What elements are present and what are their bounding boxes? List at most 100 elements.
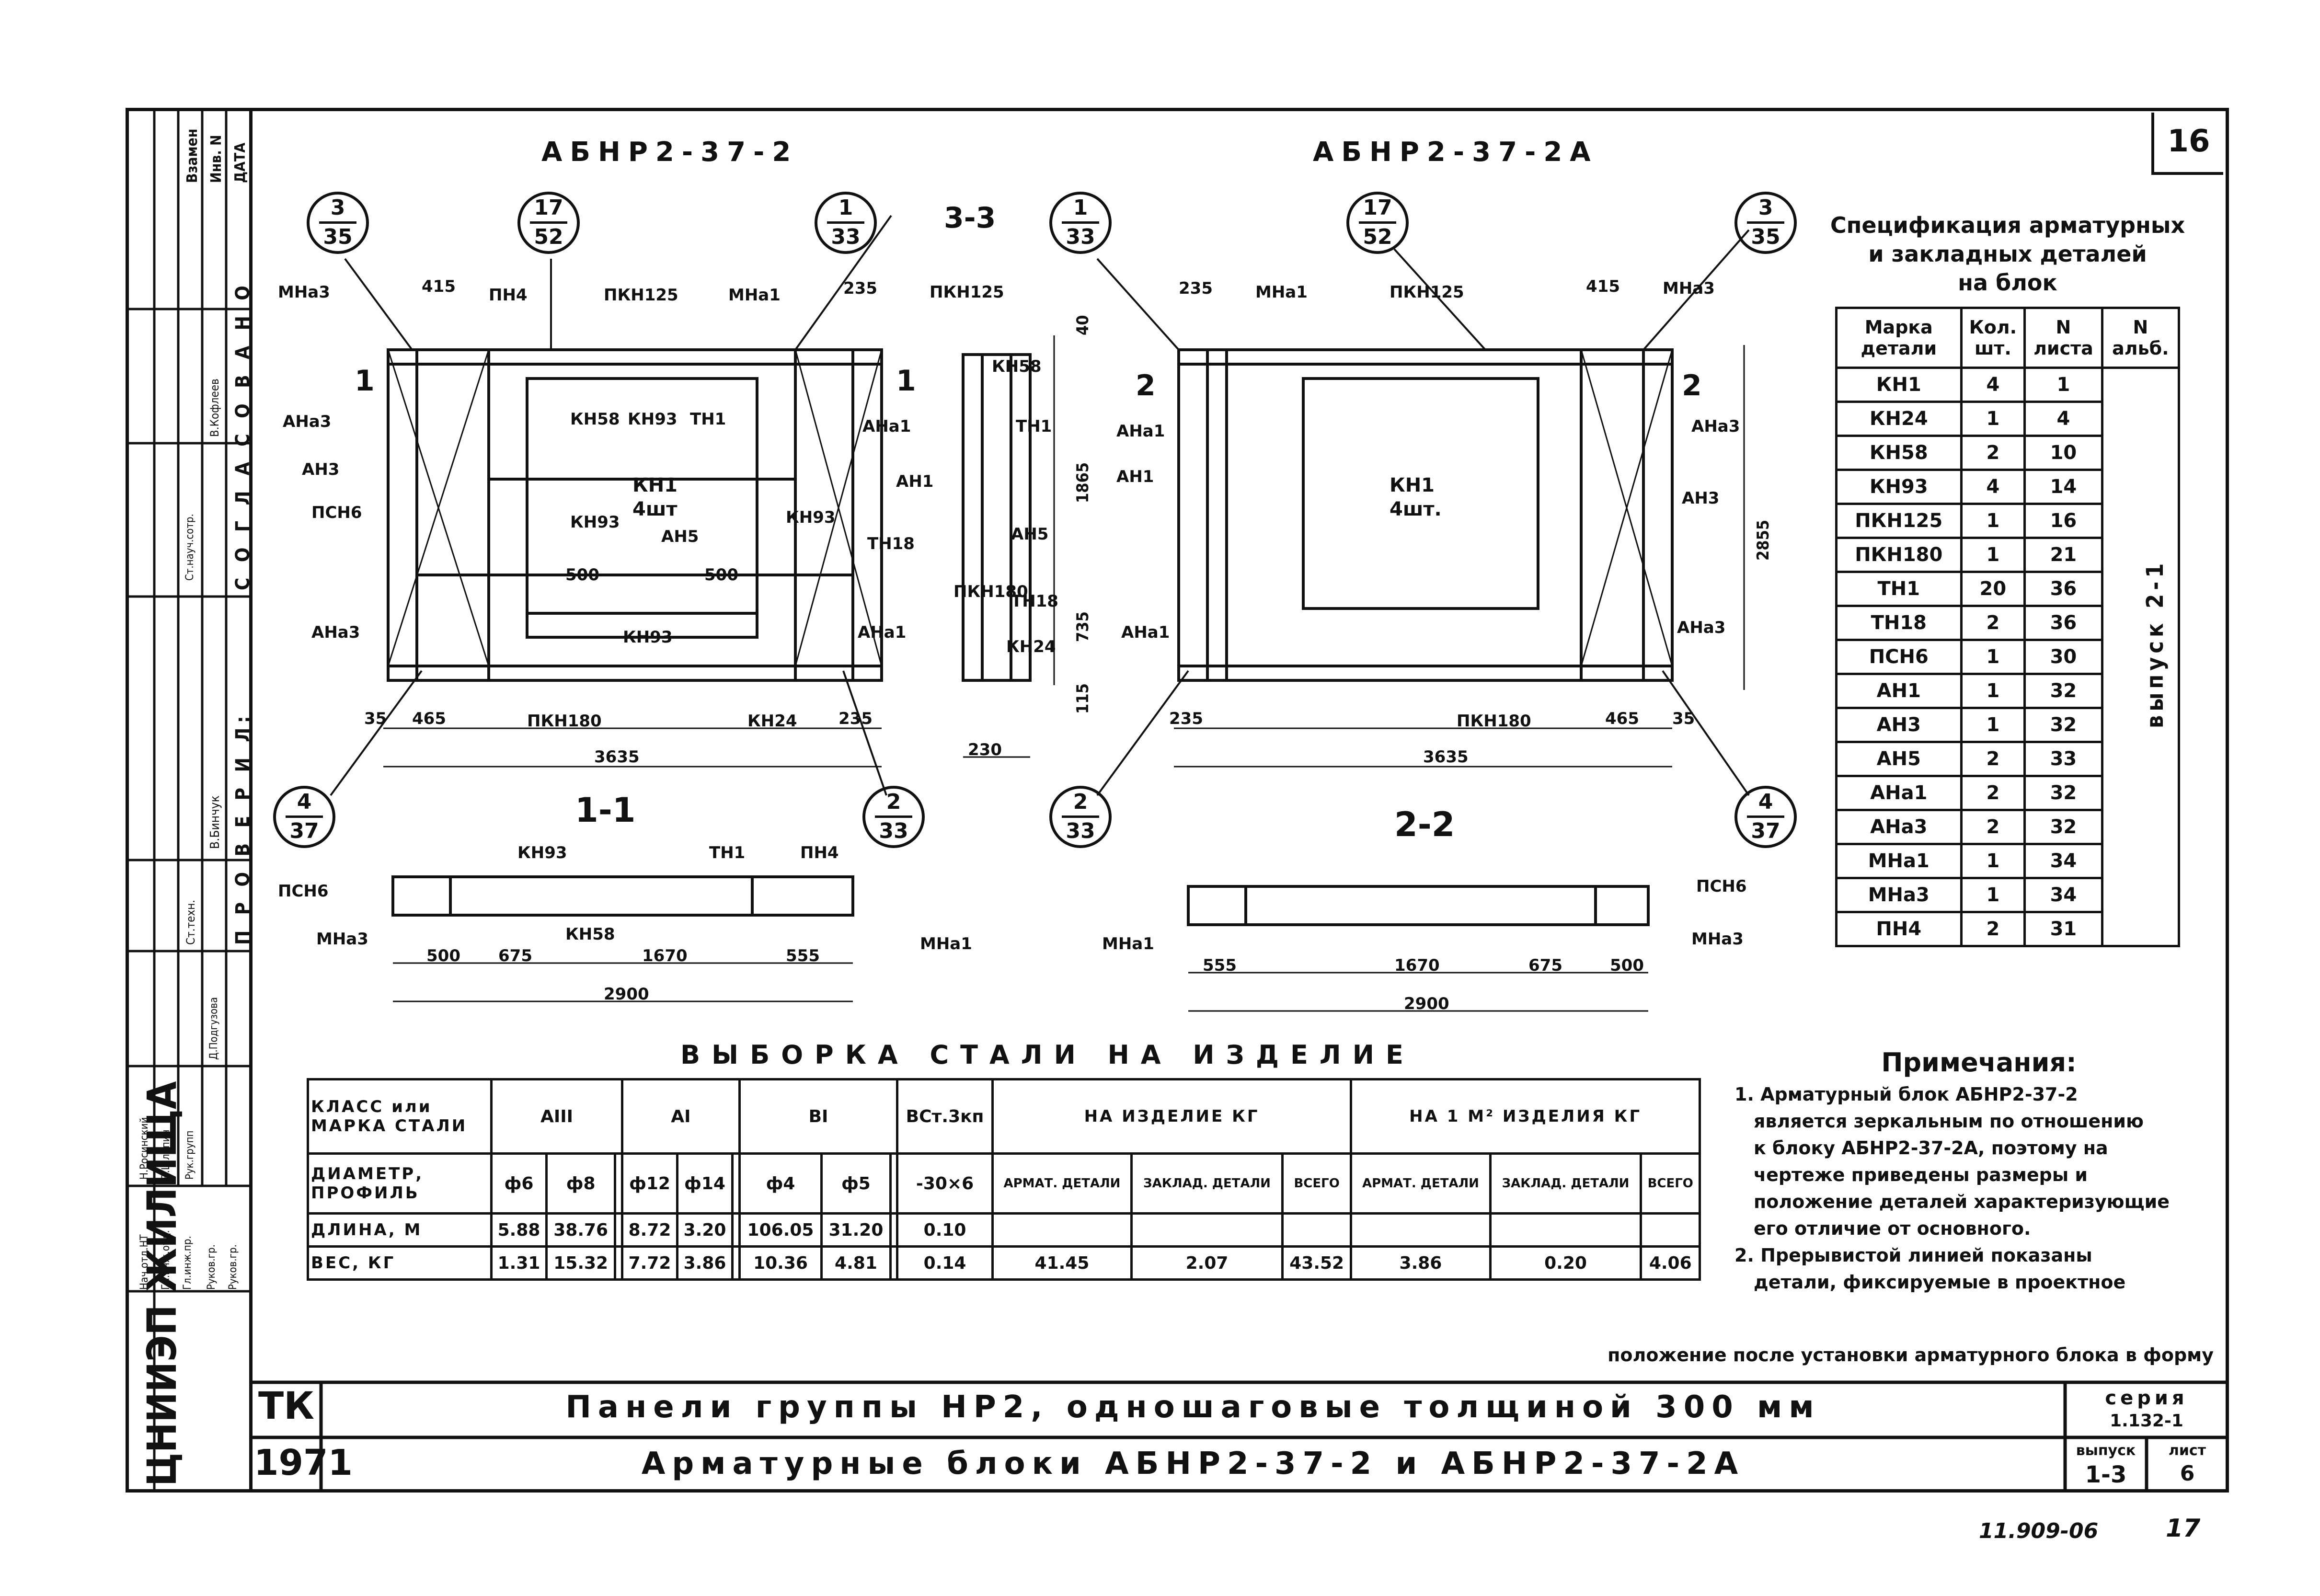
- steel-weight: 10.36: [738, 1245, 823, 1281]
- label: КН93: [517, 843, 567, 862]
- dim: 415: [1586, 277, 1620, 296]
- section-11-label: 1-1: [575, 791, 636, 830]
- steel-total: 43.52: [1281, 1245, 1353, 1281]
- steel-sub-header: ВСЕГО: [1281, 1152, 1353, 1215]
- steel-diam: ф8: [545, 1152, 617, 1215]
- steel-length: 8.72: [620, 1212, 679, 1248]
- section-33-outline: [962, 353, 1032, 682]
- left-opening: [526, 377, 758, 639]
- label: КН58: [570, 410, 620, 429]
- dim: 235: [843, 279, 877, 298]
- right-opening: [1302, 377, 1539, 610]
- steel-weight: 7.72: [620, 1245, 679, 1281]
- spec-cell: АНа3: [1835, 809, 1963, 845]
- label: ПКН180: [527, 712, 602, 731]
- steel-weight: 1.31: [490, 1245, 548, 1281]
- spec-cell: 34: [2023, 877, 2103, 913]
- label: АН1: [896, 472, 934, 491]
- spec-cell: 36: [2023, 605, 2103, 641]
- label: АН3: [302, 460, 340, 479]
- section-22-outline: [1187, 885, 1650, 926]
- spec-cell: 21: [2023, 537, 2103, 573]
- cut-marker: 2: [1136, 369, 1156, 402]
- steel-length: [889, 1212, 899, 1248]
- label: ПКН125: [1390, 283, 1464, 302]
- spec-cell: 20: [1960, 571, 2026, 607]
- note-line: чертеже приведены размеры и: [1754, 1164, 2088, 1185]
- spec-title: Спецификация арматурных и закладных дета…: [1806, 211, 2209, 297]
- spec-cell: 32: [2023, 707, 2103, 743]
- label: КН93: [786, 508, 836, 527]
- label: АН3: [1682, 489, 1720, 508]
- dim: 2900: [1404, 994, 1449, 1013]
- spec-cell: АНа1: [1835, 775, 1963, 811]
- spec-cell: ПН4: [1835, 911, 1963, 947]
- dim: 500: [704, 565, 738, 585]
- label: ТН18: [867, 534, 915, 553]
- titleblock-line2: Арматурные блоки АБНР2-37-2 и АБНР2-37-2…: [641, 1446, 1745, 1481]
- dim: 1670: [642, 946, 688, 965]
- spec-cell: 2: [1960, 775, 2026, 811]
- steel-total: 0.20: [1489, 1245, 1642, 1281]
- label: КН58: [992, 357, 1042, 376]
- dim: 735: [1073, 611, 1092, 642]
- label: ТН18: [1011, 592, 1058, 611]
- spec-cell: 1: [1960, 537, 2026, 573]
- spec-header: Кол. шт.: [1960, 307, 2026, 369]
- spec-cell: 33: [2023, 741, 2103, 777]
- label: ПКН180: [953, 582, 1028, 601]
- label: ПН4: [800, 843, 839, 862]
- dim: 40: [1073, 315, 1092, 335]
- label: АНа3: [283, 412, 332, 431]
- label: ТН1: [1016, 417, 1052, 436]
- dim: 115: [1073, 683, 1092, 714]
- label: ПКН125: [930, 283, 1004, 302]
- note-line: его отличие от основного.: [1754, 1218, 2031, 1239]
- titleblock-issue: 1-3: [2085, 1461, 2127, 1488]
- steel-total: 2.07: [1130, 1245, 1284, 1281]
- label: АНа3: [1677, 618, 1726, 637]
- label: АН1: [1116, 467, 1154, 486]
- dim: 3635: [594, 747, 640, 767]
- titleblock-issue-label: выпуск: [2076, 1442, 2136, 1459]
- spec-cell: 30: [2023, 639, 2103, 675]
- label: АН5: [661, 527, 699, 546]
- section-11-outline: [391, 875, 854, 917]
- steel-length: [731, 1212, 741, 1248]
- spec-header: N листа: [2023, 307, 2103, 369]
- title-right-block: АБНР2-37-2А: [1313, 137, 1598, 168]
- stamp-code: 11.909-06: [1979, 1519, 2099, 1543]
- cut-marker: 1: [896, 364, 916, 398]
- spec-cell: КН24: [1835, 401, 1963, 437]
- spec-table: Марка детали Кол. шт. N листа N альб. КН…: [1835, 307, 2181, 947]
- titleblock-line1: Панели группы НР2, одношаговые толщиной …: [565, 1389, 1821, 1425]
- label: МНа3: [1663, 279, 1715, 298]
- spec-title-line: и закладных деталей: [1868, 241, 2147, 267]
- steel-total: 3.86: [1350, 1245, 1492, 1281]
- notes-title: Примечания:: [1881, 1047, 2077, 1078]
- label: МНа1: [920, 934, 972, 953]
- spec-header: N альб.: [2101, 307, 2181, 369]
- spec-cell: 4: [1960, 367, 2026, 403]
- label: МНа1: [1102, 934, 1154, 953]
- spec-cell: АН1: [1835, 673, 1963, 709]
- titleblock-sheet: 6: [2180, 1461, 2195, 1486]
- spec-cell: КН93: [1835, 469, 1963, 505]
- label: ПКН180: [1457, 712, 1531, 731]
- steel-title: ВЫБОРКА СТАЛИ НА ИЗДЕЛИЕ: [680, 1040, 1415, 1070]
- spec-cell: ПСН6: [1835, 639, 1963, 675]
- cut-marker: 2: [1682, 369, 1702, 402]
- steel-length: 106.05: [738, 1212, 823, 1248]
- titleblock-series-label: серия: [2105, 1387, 2188, 1409]
